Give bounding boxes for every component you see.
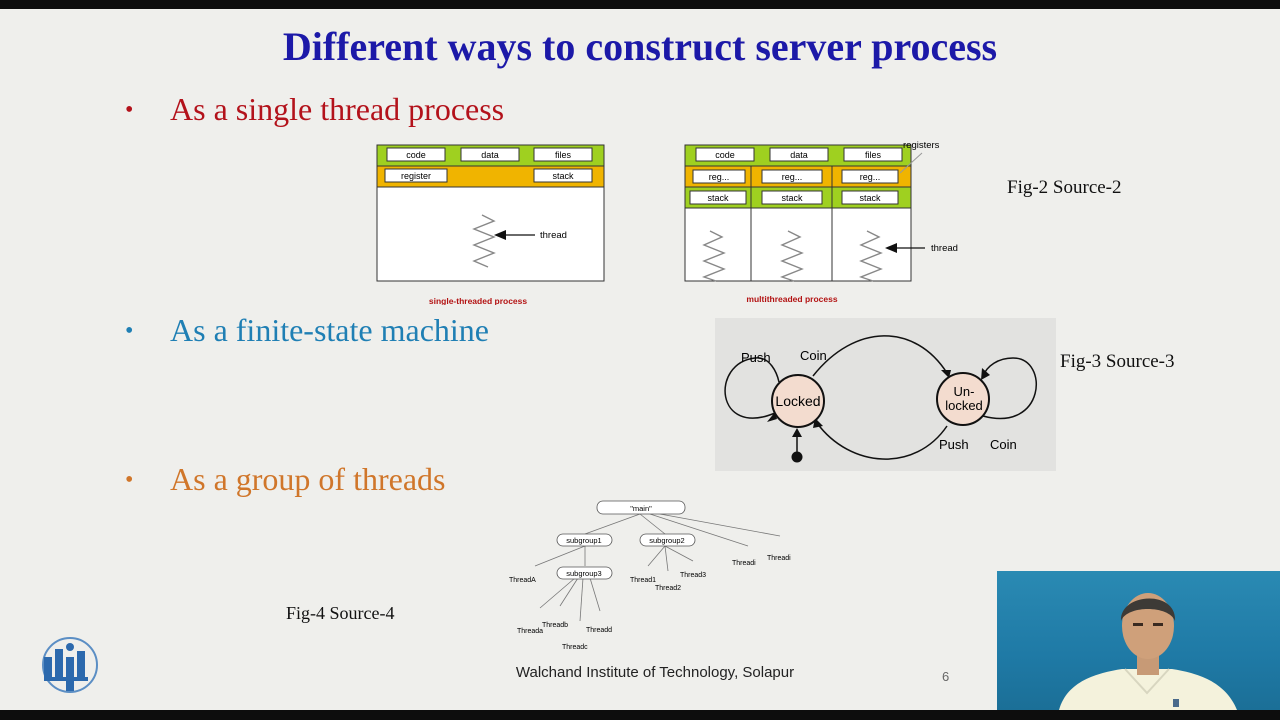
subgroup3-node: subgroup3	[566, 569, 601, 578]
stack-label: stack	[552, 171, 574, 181]
coin-label: Coin	[990, 437, 1017, 452]
subgroup1-node: subgroup1	[566, 536, 601, 545]
register-label: register	[401, 171, 431, 181]
subgroup2-node: subgroup2	[649, 536, 684, 545]
code-label: code	[406, 150, 426, 160]
stack-label: stack	[707, 193, 729, 203]
thread-node: Threadi	[767, 555, 791, 562]
reg-label: reg...	[782, 172, 803, 182]
thread-squiggle-icon	[779, 230, 804, 282]
footer-institute: Walchand Institute of Technology, Solapu…	[515, 664, 795, 681]
bullet-dot-icon: •	[125, 318, 134, 344]
institute-logo-icon	[42, 637, 98, 693]
fig2-caption: Fig-2 Source-2	[1007, 177, 1122, 198]
locked-label: Locked	[775, 393, 820, 409]
registers-label: registers	[903, 140, 940, 151]
multithreaded-process: code data files reg... reg... reg... sta…	[684, 140, 958, 304]
thread-squiggle-icon	[472, 214, 496, 268]
thread-node: Thread2	[655, 585, 681, 592]
files-label: files	[865, 150, 882, 160]
push-label: Push	[939, 437, 969, 452]
bullet-dot-icon: •	[125, 467, 134, 493]
thread-node: ThreadA	[509, 577, 536, 584]
coin-label: Coin	[800, 348, 827, 363]
single-threaded-process: code data files register stack thread si…	[376, 144, 605, 305]
slide: Different ways to construct server proce…	[0, 9, 1280, 710]
thread-squiggle-icon	[858, 230, 883, 282]
thread-label: thread	[931, 243, 958, 254]
bullet-single-thread: • As a single thread process	[125, 91, 505, 128]
page-number: 6	[942, 669, 950, 684]
bullet-dot-icon: •	[125, 97, 134, 123]
presenter-video	[997, 571, 1280, 710]
fig4-caption: Fig-4 Source-4	[286, 603, 395, 623]
unlocked-label-1: Un-	[954, 384, 975, 399]
unlocked-state	[936, 372, 990, 426]
files-label: files	[555, 150, 572, 160]
presenter-figure	[1059, 593, 1237, 710]
bullet-finite-state: • As a finite-state machine	[125, 312, 489, 349]
bullet-text: As a group of threads	[170, 461, 446, 497]
bullet-text: As a finite-state machine	[170, 312, 489, 348]
data-label: data	[790, 150, 808, 160]
thread-label: thread	[540, 230, 567, 241]
reg-label: reg...	[860, 172, 881, 182]
thread-node: Threadd	[586, 627, 612, 634]
reg-label: reg...	[709, 172, 730, 182]
code-label: code	[715, 150, 735, 160]
fig3-state-machine: Locked Un- locked Push Coin Push Coin	[715, 318, 1056, 471]
thread-node: Thread3	[680, 572, 706, 579]
data-label: data	[481, 150, 499, 160]
initial-state-dot	[791, 451, 803, 463]
main-node: "main"	[630, 504, 652, 513]
unlocked-label-2: locked	[945, 398, 983, 413]
stack-label: stack	[781, 193, 803, 203]
thread-squiggle-icon	[701, 230, 726, 282]
fig4-thread-groups: "main" subgroup1 subgroup2 subgroup3 Thr…	[509, 500, 791, 651]
fig2-thread-diagram: code data files register stack thread si…	[376, 140, 958, 305]
stack-label: stack	[859, 193, 881, 203]
bullet-group-threads: • As a group of threads	[125, 461, 446, 498]
slide-title: Different ways to construct server proce…	[282, 24, 998, 69]
bullet-text: As a single thread process	[170, 91, 505, 127]
thread-node: Thread1	[630, 577, 656, 584]
locked-state	[771, 374, 825, 428]
thread-node: Threadi	[732, 560, 756, 567]
thread-node: Threadb	[542, 622, 568, 629]
push-label: Push	[741, 350, 771, 365]
fig3-caption: Fig-3 Source-3	[1060, 351, 1175, 372]
thread-node: Threada	[517, 628, 543, 635]
multi-process-caption: multithreaded process	[746, 294, 837, 304]
thread-node: Threadc	[562, 644, 588, 651]
single-process-caption: single-threaded process	[429, 296, 528, 305]
